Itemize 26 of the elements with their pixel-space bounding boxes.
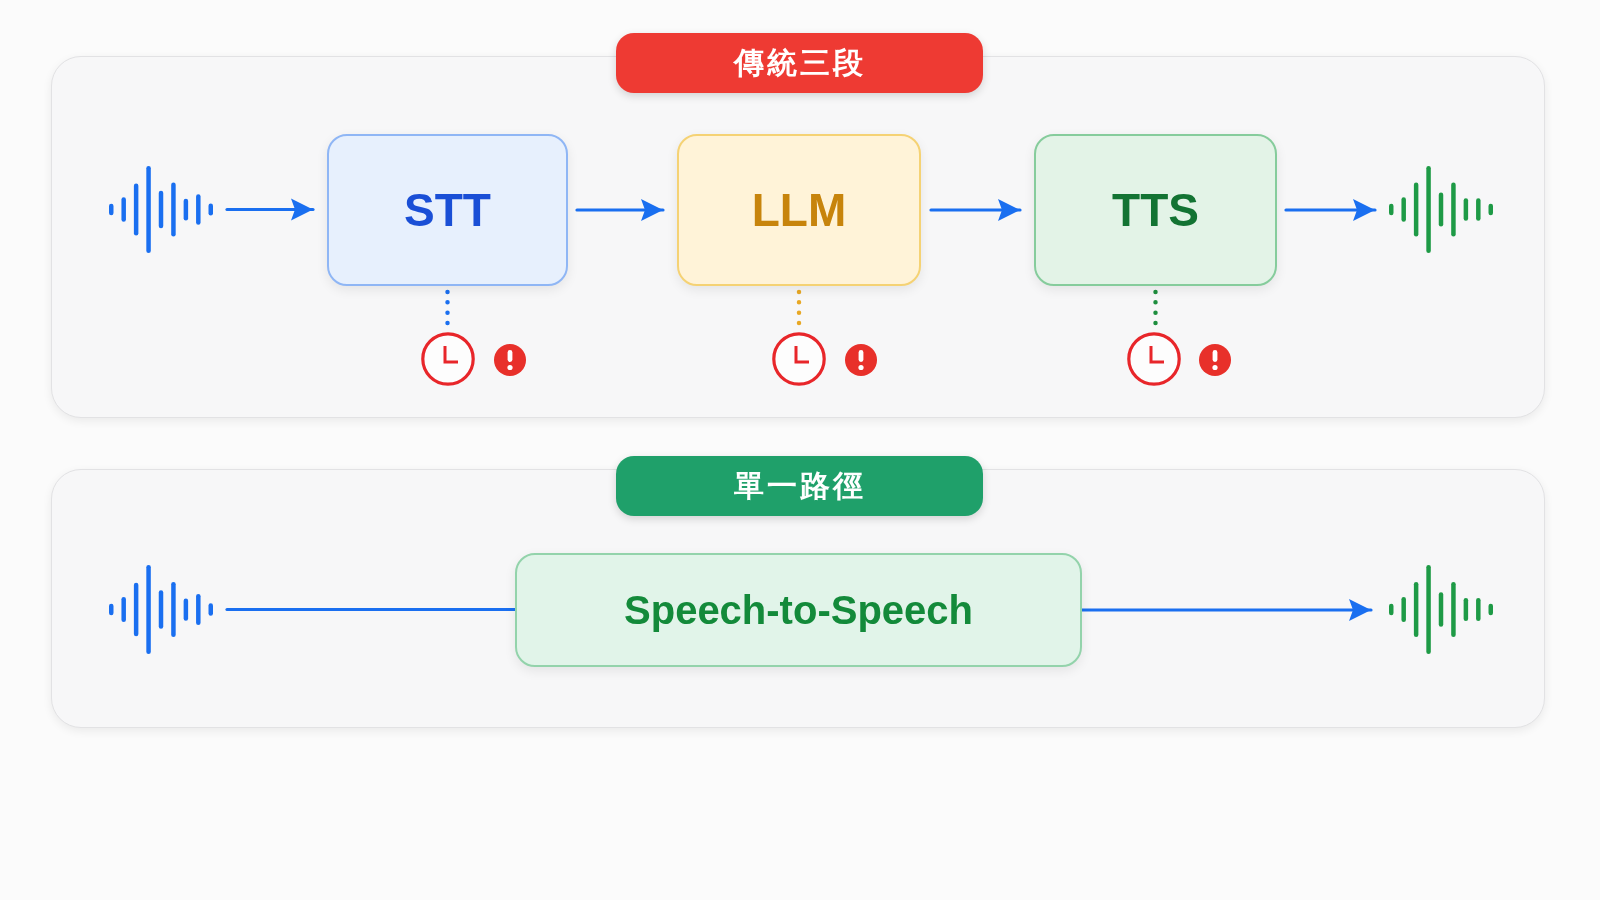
box-label: Speech-to-Speech [624, 587, 973, 633]
clock-icon [421, 332, 475, 386]
box-label: TTS [1112, 183, 1199, 237]
arrow [929, 199, 1022, 221]
connector-line [225, 607, 517, 612]
sound-wave-icon [109, 166, 213, 253]
arrow [575, 199, 665, 221]
dotted-line [445, 289, 450, 326]
section-heading: 單一路徑 [616, 456, 983, 516]
clock-icon [1127, 332, 1181, 386]
process-box [1034, 134, 1277, 286]
process-box [677, 134, 921, 286]
arrow [225, 198, 315, 221]
clock-icon [772, 332, 826, 386]
box-label: STT [404, 183, 491, 237]
dotted-line [796, 289, 802, 326]
sound-wave-icon [109, 565, 213, 654]
dotted-line [1153, 289, 1158, 326]
box-label: LLM [751, 183, 847, 237]
process-box [327, 134, 568, 286]
arrow [1080, 599, 1373, 621]
section-heading: 傳統三段 [616, 33, 983, 93]
sound-wave-icon [1389, 166, 1493, 253]
process-box [515, 553, 1082, 667]
arrow [1284, 199, 1377, 221]
sound-wave-icon [1389, 565, 1493, 654]
